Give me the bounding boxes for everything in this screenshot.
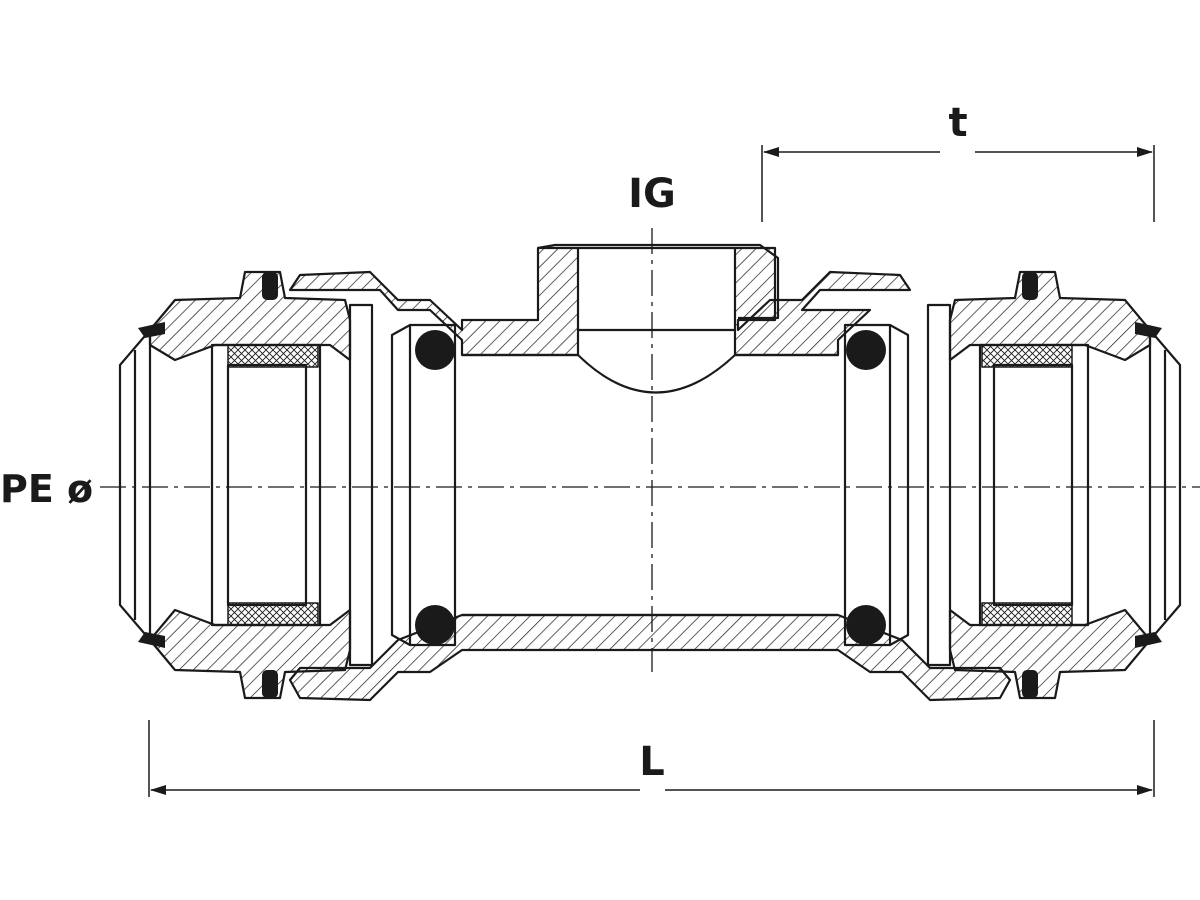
lip-seal-top-left [138, 322, 165, 338]
left-sleeve-2 [390, 323, 457, 647]
label-l: L [639, 739, 665, 785]
o-ring-top-right [846, 330, 886, 370]
lip-seal-bottom-right [1135, 632, 1162, 648]
right-grip-teeth-top [981, 344, 1073, 368]
right-sleeve [926, 303, 952, 667]
right-grip-inner [992, 363, 1074, 607]
seal-bottom-left [262, 670, 278, 698]
left-grip-inner [226, 363, 308, 607]
label-t: t [948, 100, 967, 146]
lip-seal-bottom-left [138, 632, 165, 648]
left-grip-teeth-top [227, 344, 319, 368]
left-sleeve [348, 303, 374, 667]
seal-bottom-right [1022, 670, 1038, 698]
lip-seal-top-right [1135, 322, 1162, 338]
o-ring-top-left [415, 330, 455, 370]
right-nut [948, 270, 1152, 362]
body-wall-top [288, 246, 580, 357]
seal-top-right [1022, 272, 1038, 300]
body-wall-top-right [733, 246, 912, 357]
label-ig: IG [628, 171, 676, 217]
outlet-bore-arc [577, 354, 736, 394]
left-nut [148, 270, 352, 362]
right-sleeve-2 [843, 323, 910, 647]
o-rings [138, 272, 1162, 698]
right-grip-teeth-bottom [981, 602, 1073, 626]
outlet-boss [537, 243, 780, 320]
o-ring-bottom-right [846, 605, 886, 645]
seal-top-left [262, 272, 278, 300]
o-ring-bottom-left [415, 605, 455, 645]
body-wall-bottom [288, 613, 1012, 702]
label-pe-diameter: PE ø [0, 467, 93, 511]
left-grip-teeth-bottom [227, 602, 319, 626]
